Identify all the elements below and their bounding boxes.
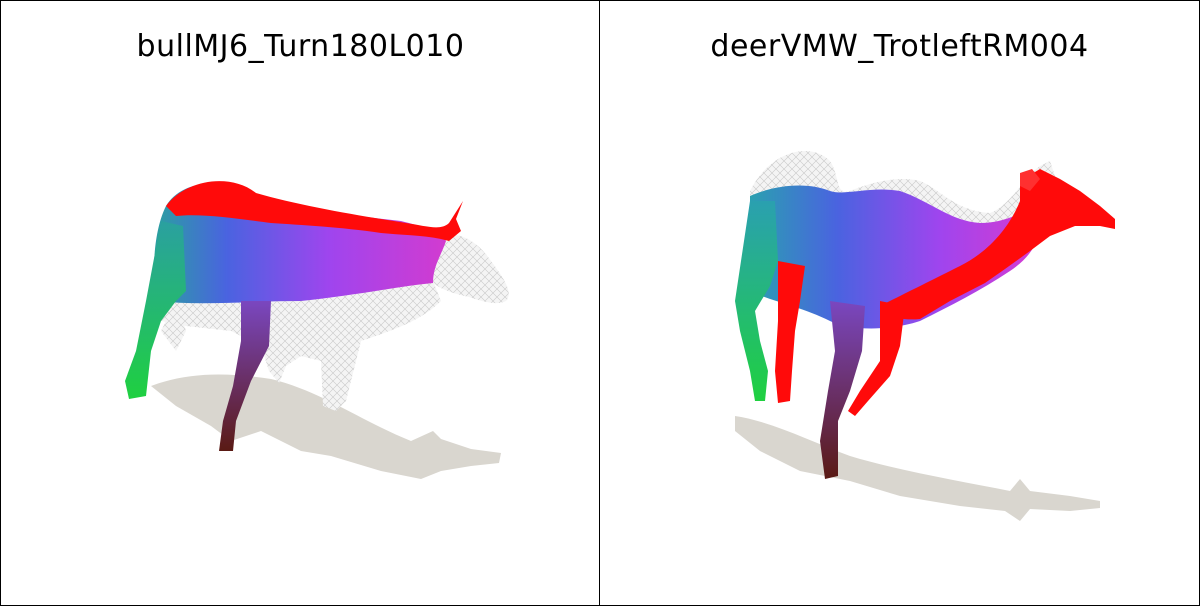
deer-ear xyxy=(1020,169,1040,191)
bull-mesh-head xyxy=(433,234,509,304)
bull-render xyxy=(125,181,509,479)
left-panel-title: bullMJ6_Turn180L010 xyxy=(136,29,465,64)
bull-front-leg xyxy=(219,301,271,451)
left-render-panel: bullMJ6_Turn180L010 xyxy=(0,0,601,606)
deer-rear-leg xyxy=(735,201,778,401)
deer-red-front-leg xyxy=(848,301,905,416)
deer-body xyxy=(750,185,1042,329)
deer-red-head xyxy=(880,169,1115,320)
bull-rear-leg xyxy=(125,221,186,399)
deer-front-leg xyxy=(820,301,865,479)
deer-render xyxy=(735,151,1115,521)
deer-red-hind-leg xyxy=(775,261,805,403)
right-panel-title: deerVMW_TrotleftRM004 xyxy=(710,29,1089,64)
deer-shadow xyxy=(735,416,1100,521)
deer-mesh-back xyxy=(750,151,1055,223)
bull-mesh-leg xyxy=(161,301,186,351)
bull-red-back xyxy=(166,181,463,241)
right-render-panel: deerVMW_TrotleftRM004 xyxy=(599,0,1200,606)
bull-mesh-belly xyxy=(156,281,441,411)
